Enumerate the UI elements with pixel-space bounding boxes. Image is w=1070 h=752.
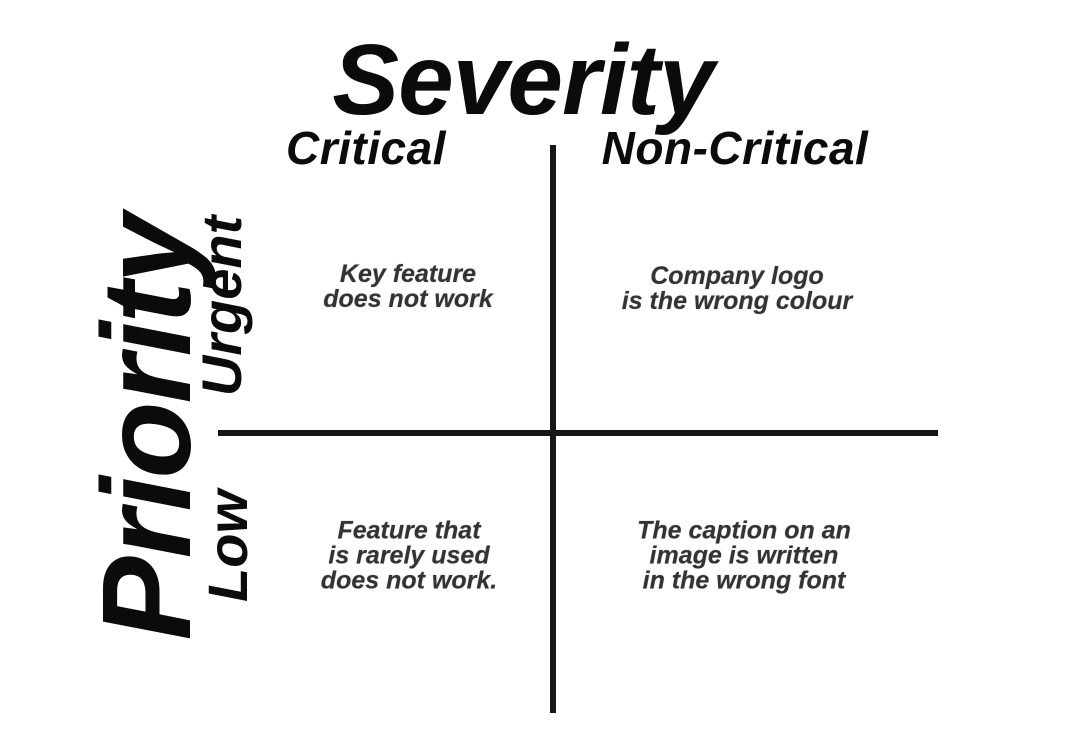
y-axis-label-urgent: Urgent: [190, 215, 253, 397]
quadrant-text-line: does not work: [323, 285, 493, 313]
horizontal-axis-line: [218, 430, 938, 436]
quadrant-text-line: The caption on an: [637, 516, 851, 545]
quadrant-text-line: image is written: [649, 541, 839, 570]
x-axis-label-critical: Critical: [286, 122, 446, 174]
vertical-axis-line: [550, 145, 556, 713]
y-axis-label-low: Low: [196, 490, 259, 602]
quadrant-urgent-non-critical: Company logo is the wrong colour: [622, 264, 853, 314]
quadrant-text-line: does not work.: [320, 566, 498, 595]
quadrant-low-non-critical: The caption on an image is written in th…: [637, 516, 851, 595]
quadrant-text-line: Feature that: [337, 516, 481, 545]
quadrant-text-line: is rarely used: [328, 541, 490, 570]
x-axis-label-non-critical: Non-Critical: [601, 122, 869, 174]
x-axis-title: Severity: [332, 24, 714, 136]
quadrant-text-line: Key feature: [339, 260, 477, 288]
quadrant-text-line: Company logo: [650, 262, 824, 290]
quadrant-text-line: is the wrong colour: [621, 287, 853, 315]
quadrant-text-line: in the wrong font: [642, 566, 846, 595]
quadrant-low-critical: Feature that is rarely used does not wor…: [320, 516, 498, 595]
quadrant-urgent-critical: Key feature does not work: [323, 262, 492, 312]
